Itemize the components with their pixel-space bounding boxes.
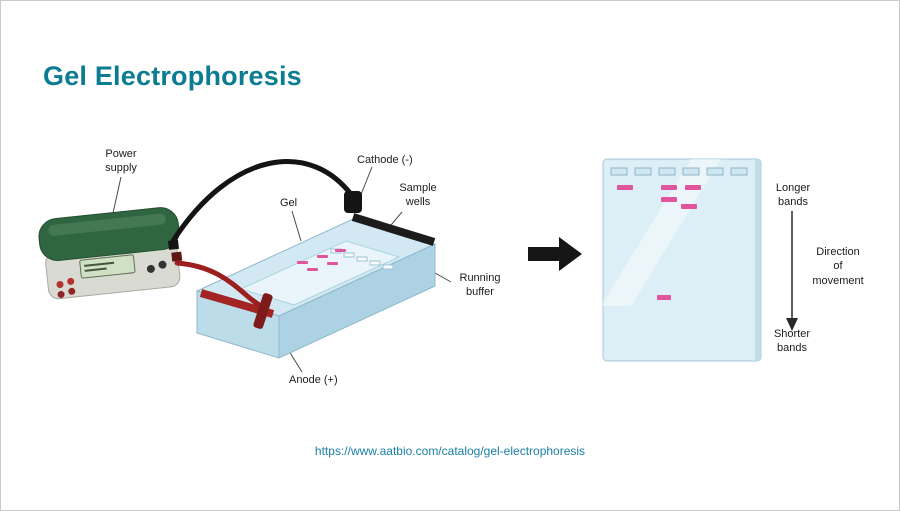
power-button <box>68 287 76 295</box>
cathode-bar <box>351 213 436 246</box>
result-band <box>661 185 677 190</box>
power-supply-leader <box>112 176 122 214</box>
direction-arrow-head <box>786 318 798 331</box>
direction-arrow <box>786 211 798 331</box>
output-jack-red <box>171 251 183 262</box>
result-panel-edge-shadow <box>755 160 760 360</box>
result-panel-background <box>602 158 762 362</box>
flow-arrow <box>528 237 582 271</box>
gel-label: Gel <box>280 197 298 209</box>
gel-band <box>317 255 328 258</box>
power-knob <box>158 260 167 269</box>
running-buffer-label: Running buffer <box>459 272 501 299</box>
cathode-label: Cathode (-) <box>357 154 413 166</box>
gel-leader <box>291 210 302 242</box>
lcd-text-line <box>84 261 115 267</box>
shorter-bands-label: Shorter bands <box>773 328 811 355</box>
lcd-text-line <box>84 267 107 272</box>
power-button <box>57 290 65 298</box>
sample-well <box>382 264 394 270</box>
sample-well <box>369 260 381 266</box>
result-band <box>681 204 697 209</box>
power-button <box>56 281 64 289</box>
gel-band <box>297 261 308 264</box>
output-jack-black <box>168 239 179 250</box>
result-well <box>682 167 700 176</box>
sample-wells-label: Sample wells <box>399 182 437 209</box>
result-wells <box>610 167 748 176</box>
result-well <box>634 167 652 176</box>
result-well <box>658 167 676 176</box>
source-url-link[interactable]: https://www.aatbio.com/catalog/gel-elect… <box>314 444 586 458</box>
black-cable <box>170 159 356 244</box>
power-knob <box>146 264 155 273</box>
gel-bands <box>297 249 346 271</box>
anode-plug <box>253 293 273 329</box>
gel-band <box>335 249 346 252</box>
result-band <box>657 295 671 300</box>
sample-well <box>356 256 368 262</box>
power-supply-lid-highlight <box>48 213 166 236</box>
anode-label: Anode (+) <box>289 374 338 386</box>
result-well <box>706 167 724 176</box>
sample-well <box>343 252 355 258</box>
gel-band <box>327 262 338 265</box>
longer-bands-label: Longer bands <box>775 182 811 209</box>
result-band <box>685 185 701 190</box>
result-bands <box>617 185 701 300</box>
direction-of-movement-label: Direction of movement <box>812 246 864 287</box>
result-panel <box>602 158 762 362</box>
cathode-leader <box>359 166 373 198</box>
cathode-plug <box>344 191 362 213</box>
power-supply <box>38 207 183 300</box>
red-cable <box>174 260 264 309</box>
power-supply-label: Power supply <box>105 148 137 175</box>
result-well <box>610 167 628 176</box>
result-panel-glare <box>603 159 721 306</box>
gel-band <box>307 268 318 271</box>
result-band <box>617 185 633 190</box>
result-band <box>661 197 677 202</box>
power-button <box>67 277 75 285</box>
page-title: Gel Electrophoresis <box>43 61 302 91</box>
lcd-display <box>79 254 136 279</box>
result-well <box>730 167 748 176</box>
